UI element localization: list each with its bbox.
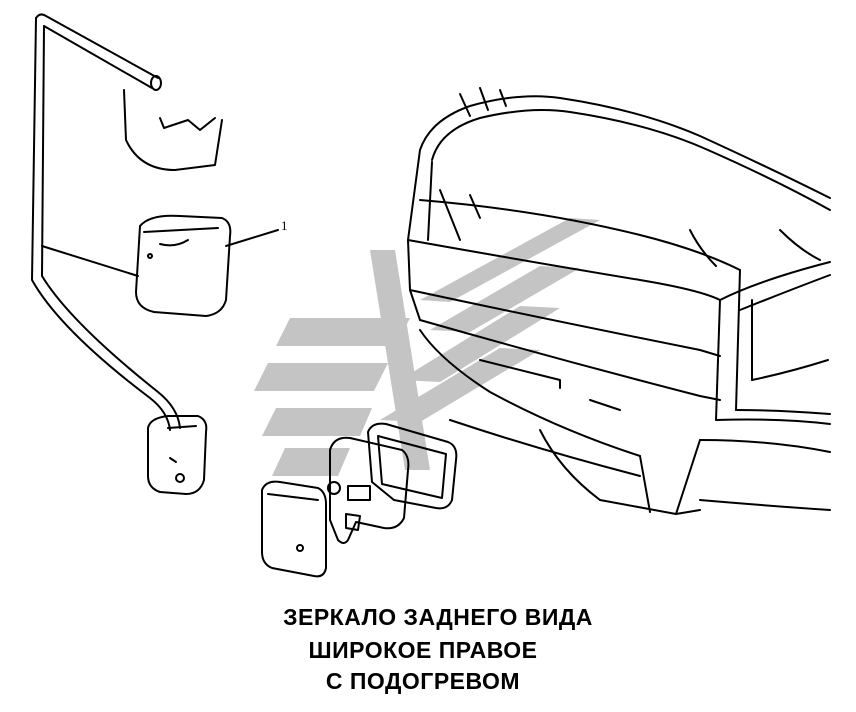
caption-line-1: ЗЕРКАЛО ЗАДНЕГО ВИДА (283, 604, 593, 630)
callout-label-1: 1 (281, 218, 288, 233)
mirror-bracket-arm (31, 13, 181, 431)
main-mirror-head (135, 214, 279, 317)
caption-line-2: ШИРОКОЕ ПРАВОЕ (308, 637, 538, 663)
caption-line-3: С ПОДОГРЕВОМ (325, 668, 521, 694)
watermark-logo (254, 218, 600, 476)
exploded-mirror-parts (261, 422, 458, 578)
upper-mirror-housing (123, 89, 223, 171)
lower-mirror-head (147, 415, 208, 495)
truck-cab (407, 87, 831, 515)
